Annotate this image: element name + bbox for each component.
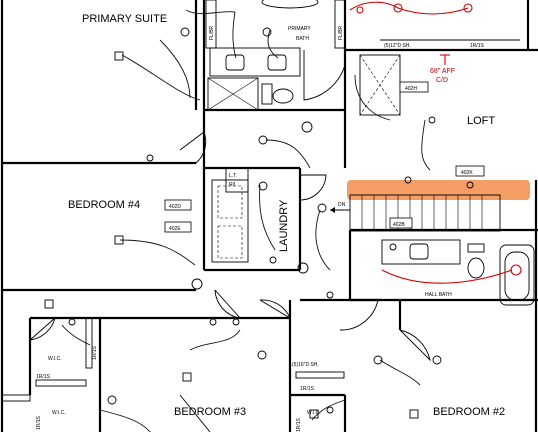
door-swings: [29, 50, 431, 432]
room-hall-bath: HALL BATH: [425, 292, 452, 298]
room-bedroom-4: BEDROOM #4: [68, 199, 140, 211]
plan-notes: FL/BR FL/BR (5)12"D SH. 1R/1S (5)16"D SH…: [36, 25, 485, 432]
room-laundry: LAUNDRY: [278, 199, 290, 252]
note-rs-bottom: 1R/1S: [300, 386, 315, 392]
room-primary-bath-2: BATH: [296, 36, 309, 42]
circuit-runs: [61, 9, 431, 432]
note-rs-top: 1R/1S: [470, 43, 485, 49]
note-shelf-top: (5)12"D SH.: [384, 43, 411, 49]
room-primary-suite: PRIMARY SUITE: [82, 13, 167, 25]
note-flbr-1: FL/BR: [209, 25, 215, 40]
tag-402e: 402E: [169, 226, 181, 232]
note-affc-2: C/D: [436, 77, 448, 84]
note-rs-wic-far: 1R/1S: [36, 415, 42, 430]
tag-402b: 402B: [393, 222, 405, 228]
room-wic-left-2: W.I.C.: [52, 410, 66, 416]
laundry-details: [211, 167, 249, 263]
room-wic-left: W.I.C.: [48, 356, 62, 362]
room-wic-mid: W.I.C.: [307, 410, 321, 416]
circuit-tags: 402H 402K 402D 402E 402B: [164, 81, 485, 233]
tag-402k: 402K: [461, 170, 473, 176]
tag-402d: 402D: [169, 204, 181, 210]
room-loft: LOFT: [467, 115, 495, 127]
room-bedroom-2: BEDROOM #2: [433, 406, 505, 418]
note-rs-wic-left-v: 1R/1S: [92, 345, 98, 360]
note-rs-mid: 1R/1S: [296, 417, 302, 432]
room-bedroom-3: BEDROOM #3: [174, 406, 246, 418]
tag-402h: 402H: [405, 86, 417, 92]
note-flbr-2: FL/BR: [338, 25, 344, 40]
note-rs-wic-left: 1R/1S: [36, 374, 51, 380]
note-shelf-bottom: (5)16"D SH.: [292, 362, 319, 368]
red-circuits: [349, 1, 522, 284]
devices: [44, 27, 474, 419]
note-dn: DN: [338, 202, 346, 208]
note-lt-2: R/I: [229, 182, 235, 188]
note-lt-1: L.T.: [229, 173, 237, 179]
loft-closet: [359, 39, 520, 116]
hall-bath-fixtures: [381, 239, 535, 306]
stair: [330, 180, 530, 232]
note-affc-1: 68" AFF: [430, 68, 455, 75]
room-labels: PRIMARY SUITE PRIMARY BATH LOFT BEDROOM …: [48, 13, 505, 418]
room-primary-bath-1: PRIMARY: [288, 26, 311, 32]
primary-bath-fixtures: [205, 0, 346, 111]
